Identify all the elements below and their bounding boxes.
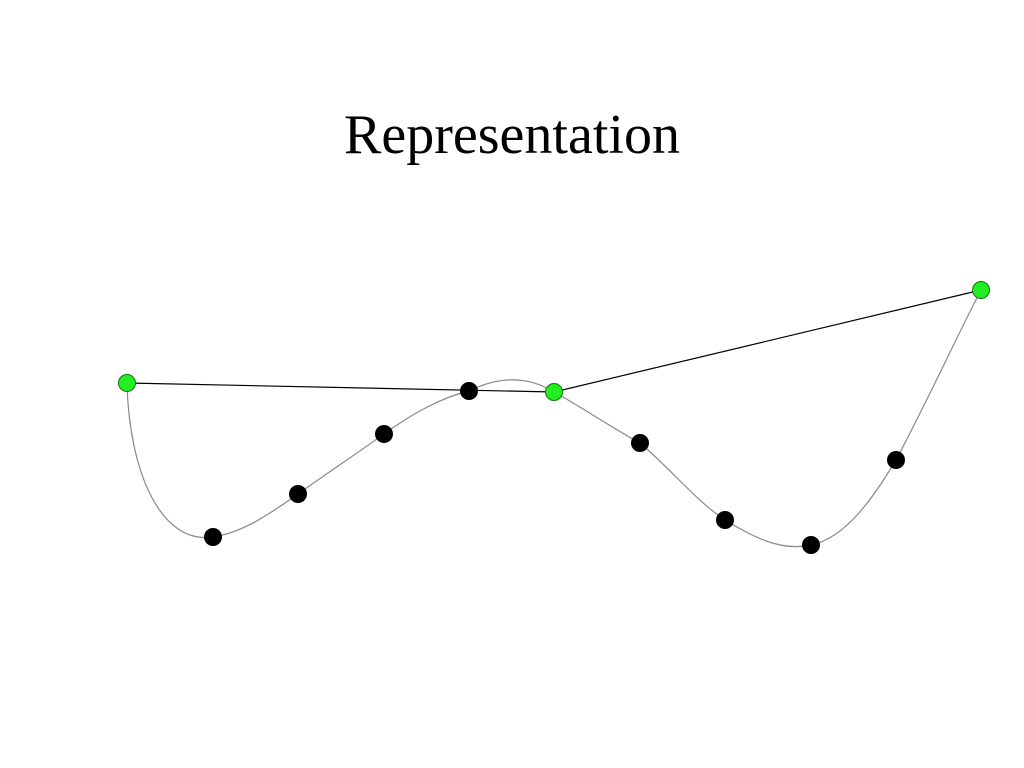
sample-point xyxy=(716,511,734,529)
sample-point xyxy=(631,434,649,452)
control-points xyxy=(118,281,990,401)
control-point xyxy=(118,374,136,392)
control-point xyxy=(545,383,563,401)
sample-points xyxy=(204,382,905,554)
interpolating-curve xyxy=(126,289,982,548)
control-polygon xyxy=(126,289,982,393)
sample-point xyxy=(375,425,393,443)
sample-point xyxy=(887,451,905,469)
control-point xyxy=(972,281,990,299)
sample-point xyxy=(204,528,222,546)
slide-title: Representation xyxy=(344,104,680,166)
sample-point xyxy=(460,382,478,400)
sample-point xyxy=(289,485,307,503)
sample-point xyxy=(802,536,820,554)
